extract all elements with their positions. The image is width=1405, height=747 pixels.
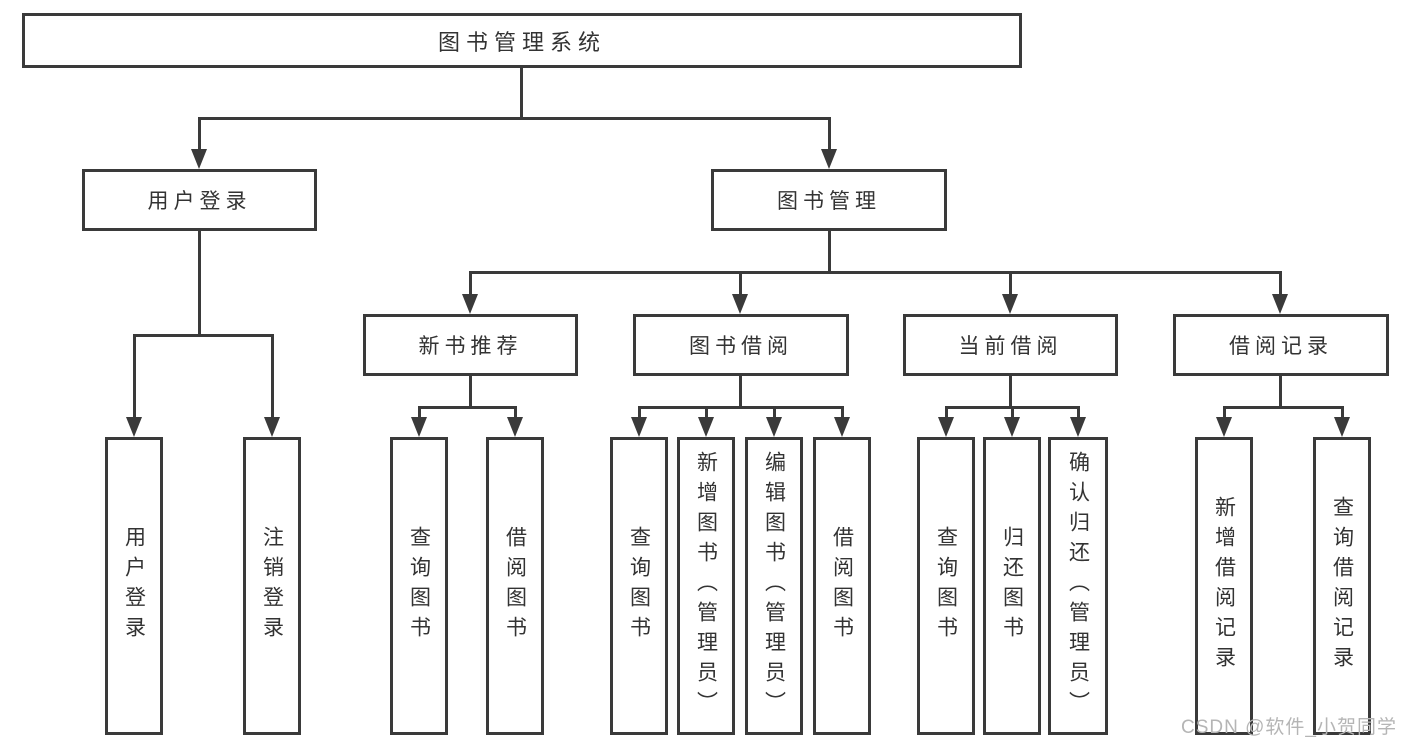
connector-line bbox=[739, 376, 742, 408]
node-current-borrow: 当前借阅 bbox=[903, 314, 1118, 376]
node-leaf-query-books-1: 查询图书 bbox=[390, 437, 448, 735]
connector-line bbox=[469, 271, 1282, 274]
node-leaf-logout: 注销登录 bbox=[243, 437, 301, 735]
connector-line bbox=[514, 406, 517, 419]
connector-line bbox=[828, 231, 831, 274]
arrowhead-icon bbox=[732, 294, 748, 314]
node-leaf-edit-books-admin: 编辑图书（管理员） bbox=[745, 437, 803, 735]
node-leaf-query-books-3: 查询图书 bbox=[917, 437, 975, 735]
connector-line bbox=[469, 271, 472, 296]
connector-line bbox=[520, 68, 523, 119]
connector-line bbox=[1009, 271, 1012, 296]
connector-line bbox=[638, 406, 844, 409]
arrowhead-icon bbox=[938, 417, 954, 437]
arrowhead-icon bbox=[264, 417, 280, 437]
arrowhead-icon bbox=[766, 417, 782, 437]
connector-line bbox=[1011, 406, 1014, 419]
csdn-watermark: CSDN @软件_小贺同学 bbox=[1181, 717, 1397, 738]
node-new-book-recommend: 新书推荐 bbox=[363, 314, 578, 376]
arrowhead-icon bbox=[126, 417, 142, 437]
connector-line bbox=[418, 406, 517, 409]
connector-line bbox=[133, 334, 136, 419]
arrowhead-icon bbox=[821, 149, 837, 169]
node-root: 图书管理系统 bbox=[22, 13, 1022, 68]
connector-line bbox=[1341, 406, 1344, 419]
node-borrow-records: 借阅记录 bbox=[1173, 314, 1389, 376]
connector-line bbox=[1279, 271, 1282, 296]
node-leaf-add-books-admin: 新增图书（管理员） bbox=[677, 437, 735, 735]
connector-line bbox=[1223, 406, 1344, 409]
node-user-login: 用户登录 bbox=[82, 169, 317, 231]
arrowhead-icon bbox=[411, 417, 427, 437]
connector-line bbox=[271, 334, 274, 419]
connector-line bbox=[828, 117, 831, 151]
arrowhead-icon bbox=[191, 149, 207, 169]
connector-line bbox=[133, 334, 274, 337]
arrowhead-icon bbox=[698, 417, 714, 437]
connector-line bbox=[638, 406, 641, 419]
connector-line bbox=[418, 406, 421, 419]
node-book-management: 图书管理 bbox=[711, 169, 947, 231]
connector-line bbox=[1223, 406, 1226, 419]
arrowhead-icon bbox=[1002, 294, 1018, 314]
node-book-borrow: 图书借阅 bbox=[633, 314, 849, 376]
node-leaf-user-login: 用户登录 bbox=[105, 437, 163, 735]
connector-line bbox=[1009, 376, 1012, 408]
arrowhead-icon bbox=[631, 417, 647, 437]
arrowhead-icon bbox=[1334, 417, 1350, 437]
connector-line bbox=[705, 406, 708, 419]
connector-line bbox=[1279, 376, 1282, 408]
connector-line bbox=[945, 406, 948, 419]
node-leaf-return-books: 归还图书 bbox=[983, 437, 1041, 735]
arrowhead-icon bbox=[462, 294, 478, 314]
node-leaf-query-borrow-record: 查询借阅记录 bbox=[1313, 437, 1371, 735]
connector-line bbox=[198, 117, 831, 120]
connector-line bbox=[469, 376, 472, 408]
connector-line bbox=[739, 271, 742, 296]
connector-line bbox=[1077, 406, 1080, 419]
arrowhead-icon bbox=[507, 417, 523, 437]
connector-line bbox=[841, 406, 844, 419]
arrowhead-icon bbox=[1070, 417, 1086, 437]
node-leaf-add-borrow-record: 新增借阅记录 bbox=[1195, 437, 1253, 735]
node-leaf-borrow-books-2: 借阅图书 bbox=[813, 437, 871, 735]
connector-line bbox=[198, 117, 201, 151]
arrowhead-icon bbox=[1272, 294, 1288, 314]
node-leaf-confirm-return-admin: 确认归还（管理员） bbox=[1048, 437, 1108, 735]
connector-line bbox=[773, 406, 776, 419]
arrowhead-icon bbox=[1004, 417, 1020, 437]
arrowhead-icon bbox=[1216, 417, 1232, 437]
connector-line bbox=[198, 231, 201, 337]
node-leaf-borrow-books-1: 借阅图书 bbox=[486, 437, 544, 735]
node-leaf-query-books-2: 查询图书 bbox=[610, 437, 668, 735]
arrowhead-icon bbox=[834, 417, 850, 437]
